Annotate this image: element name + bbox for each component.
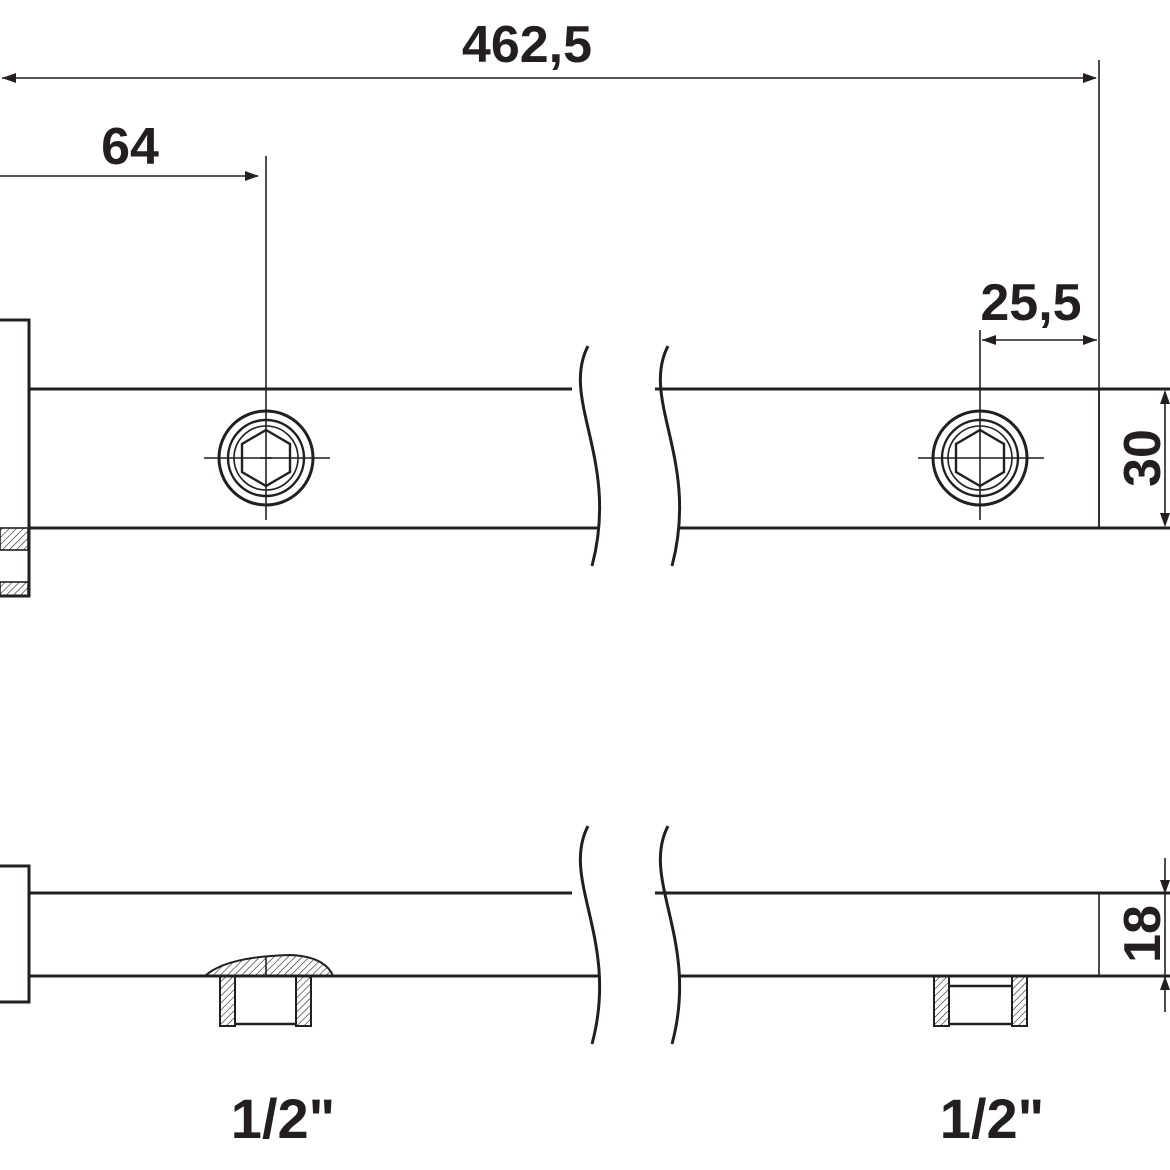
outlet-left-top-view bbox=[204, 409, 330, 507]
break-line-side-2 bbox=[658, 825, 682, 1045]
break-line-side-1 bbox=[578, 825, 602, 1045]
last-outlet-arrow-right bbox=[1083, 335, 1097, 345]
left-end-cap-top bbox=[0, 318, 31, 598]
bar-side-right-edges bbox=[655, 891, 1170, 978]
bar-depth-arrow-top bbox=[1160, 880, 1170, 894]
end-cap-body bbox=[0, 318, 31, 598]
thread-right bbox=[1011, 975, 1028, 1027]
last-outlet-dimension: 25,5 bbox=[979, 274, 1097, 520]
thread-left bbox=[219, 975, 236, 1027]
outlet-left-side-view bbox=[202, 953, 335, 1027]
last-outlet-arrow-left bbox=[982, 335, 996, 345]
overall-length-arrow-left bbox=[2, 73, 16, 83]
bar-top-right-edges bbox=[655, 387, 1170, 530]
bar-depth-dimension: 18 bbox=[1114, 858, 1170, 1012]
break-line-1 bbox=[578, 345, 602, 567]
bar-height-arrow-top bbox=[1160, 390, 1170, 404]
bar-height-arrow-bottom bbox=[1160, 513, 1170, 527]
fitting-nut bbox=[202, 953, 335, 977]
side-view: 18 1/2" 1/2" bbox=[0, 825, 1170, 1150]
hex-socket-icon bbox=[954, 428, 1006, 488]
top-view: 462,5 64 25,5 bbox=[0, 16, 1170, 598]
thread-right bbox=[295, 975, 312, 1027]
hex-socket-icon bbox=[240, 428, 292, 488]
bar-depth-arrow-bottom bbox=[1160, 976, 1170, 990]
thread-label-left: 1/2" bbox=[231, 1087, 335, 1150]
first-outlet-label: 64 bbox=[101, 118, 159, 176]
end-cap-hatch-upper bbox=[0, 527, 29, 551]
end-cap-side bbox=[0, 864, 31, 1004]
outlet-right-top-view bbox=[918, 409, 1044, 507]
bar-top-left-edges bbox=[29, 387, 598, 530]
outlet-right-side-view bbox=[933, 975, 1028, 1027]
overall-length-dimension: 462,5 bbox=[2, 16, 1100, 528]
overall-length-label: 462,5 bbox=[462, 16, 592, 74]
thread-label-right: 1/2" bbox=[940, 1087, 1044, 1150]
break-line-2 bbox=[658, 345, 682, 567]
end-cap-hatch-lower bbox=[0, 581, 29, 597]
bar-height-label: 30 bbox=[1114, 429, 1170, 487]
thread-left bbox=[933, 975, 950, 1027]
first-outlet-dimension: 64 bbox=[0, 118, 267, 520]
last-outlet-label: 25,5 bbox=[980, 274, 1081, 332]
bar-depth-label: 18 bbox=[1114, 905, 1170, 963]
bar-height-dimension: 30 bbox=[1114, 390, 1170, 527]
